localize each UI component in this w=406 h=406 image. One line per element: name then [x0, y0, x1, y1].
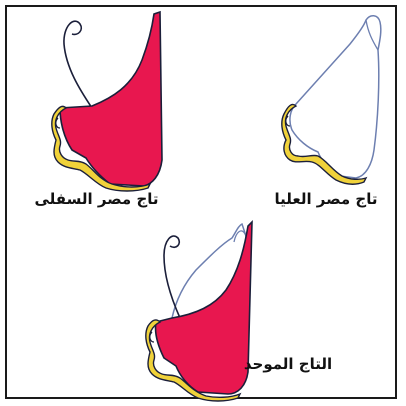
crown-curl: [64, 21, 92, 108]
red-crown-icon: [52, 12, 162, 191]
red-crown-body: [60, 12, 162, 186]
unified-crown-label: التاج الموحد: [232, 355, 344, 373]
upper-egypt-crown-label: تاج مصر العليا: [262, 190, 390, 208]
white-crown-body: [290, 16, 381, 178]
lower-egypt-crown-label: تاج مصر السفلى: [14, 190, 179, 208]
white-crown-icon: [282, 16, 381, 184]
double-crown-icon: [146, 222, 252, 401]
